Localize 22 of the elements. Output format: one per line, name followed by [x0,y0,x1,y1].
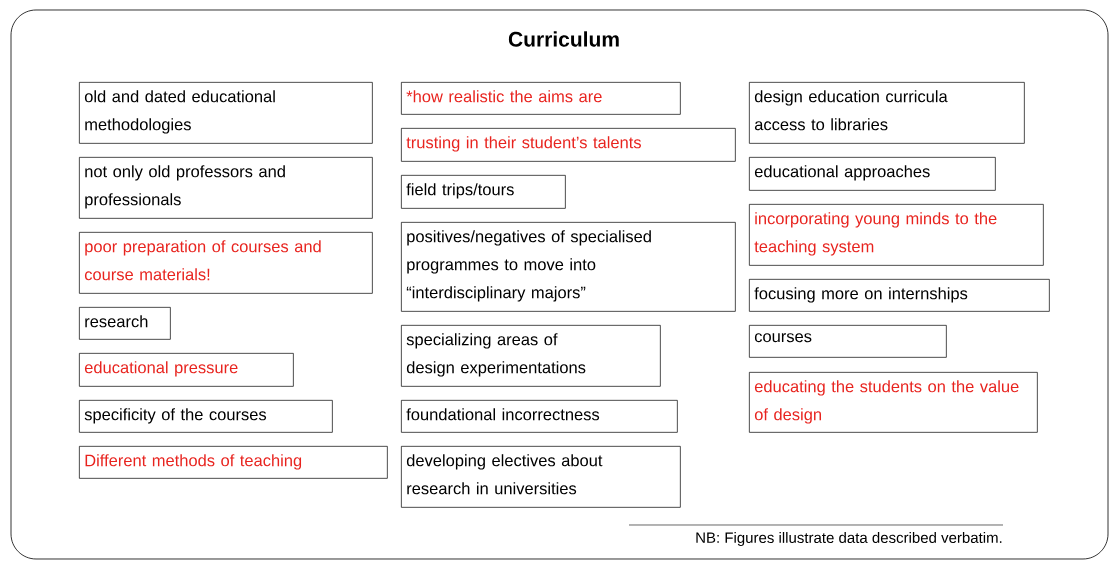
text-box: old and dated educational methodologies [79,82,373,144]
text-box: trusting in their student’s talents [401,128,736,162]
text-box: research [79,307,171,340]
text-box: positives/negatives of specialised programmes to move into “interdisciplinary majors” [401,222,736,312]
text-box: focusing more on internships [749,279,1050,312]
text-box: poor preparation of courses and course materials! [79,232,373,294]
text-box: field trips/tours [401,175,566,209]
title: Curriculum [508,31,619,47]
text-box: specificity of the courses [79,400,333,433]
text-box: educational approaches [749,157,996,191]
text-box: Different methods of teaching [79,446,388,479]
text-box: foundational incorrectness [401,400,678,433]
text-box: *how realistic the aims are [401,82,681,115]
caption: NB: Figures illustrate data described verbatim. [696,532,1002,546]
text-box: incorporating young minds to the teaching system [749,204,1044,266]
text-box: developing electives about research in universities [401,446,681,508]
text-box: not only old professors and professionals [79,157,373,219]
text-box: specializing areas of design experimentations [401,325,661,387]
text-box: educational pressure [79,353,294,387]
text-box: educating the students on the value of design [749,372,1038,433]
text-box: design education curricula access to libraries [749,82,1025,144]
text-box: courses [749,325,947,358]
